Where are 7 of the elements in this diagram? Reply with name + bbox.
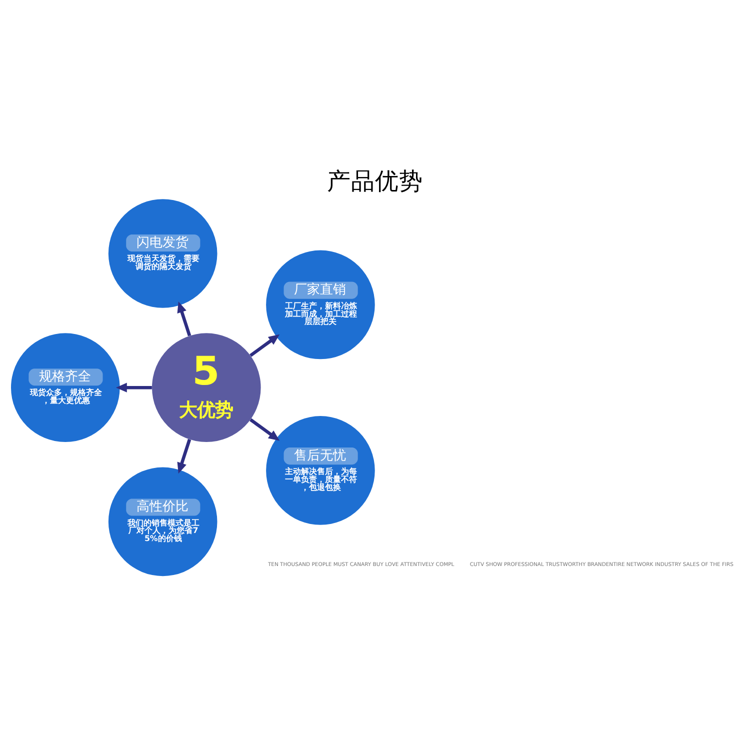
diagram-title: 产品优势 <box>327 166 423 195</box>
arrow <box>250 334 280 356</box>
arrow <box>116 382 152 392</box>
arrow <box>250 418 280 440</box>
arrow <box>177 301 192 336</box>
arrow <box>177 438 192 474</box>
node-circle: 5 大优势 <box>152 332 261 442</box>
